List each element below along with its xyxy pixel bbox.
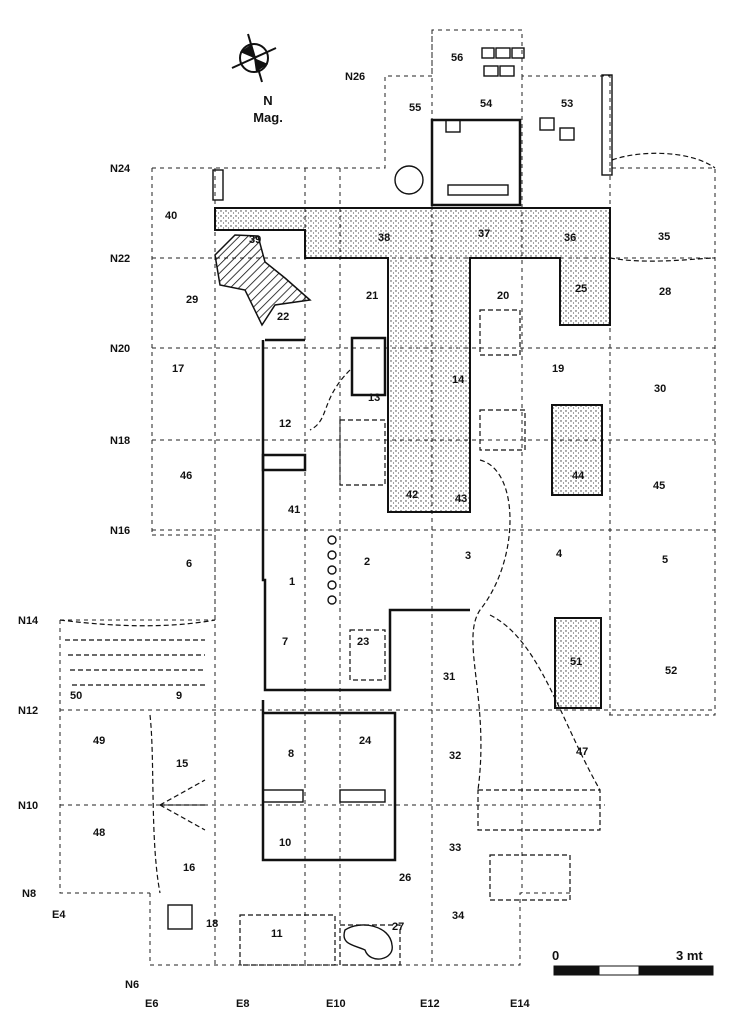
room-label: 38 <box>378 232 390 244</box>
stone-rubble <box>167 47 613 960</box>
grid-label-n20: N20 <box>110 343 130 355</box>
grid-label-n10: N10 <box>18 800 38 812</box>
room-label: 20 <box>497 290 509 302</box>
room-labels: 56 55 54 53 40 39 38 37 36 35 29 22 21 2… <box>70 52 677 940</box>
room-label: 26 <box>399 872 411 884</box>
room-label: 40 <box>165 210 177 222</box>
room-label: 18 <box>206 918 218 930</box>
room-label: 22 <box>277 311 289 323</box>
scale-bar: 0 3 mt <box>552 948 714 976</box>
room-label: 50 <box>70 690 82 702</box>
room-label: 10 <box>279 837 291 849</box>
room-label: 9 <box>176 690 182 702</box>
room-label: 43 <box>455 493 467 505</box>
room-label: 17 <box>172 363 184 375</box>
grid-label-e10: E10 <box>326 998 346 1010</box>
room-label: 1 <box>289 576 295 588</box>
room-label: 49 <box>93 735 105 747</box>
room-label: 5 <box>662 554 668 566</box>
room-label: 3 <box>465 550 471 562</box>
grid-label-e4: E4 <box>52 909 66 921</box>
room-label: 52 <box>665 665 677 677</box>
compass-icon <box>231 33 277 83</box>
grid-label-e8: E8 <box>236 998 249 1010</box>
room-label: 15 <box>176 758 188 770</box>
grid-label-n16: N16 <box>110 525 130 537</box>
room-label: 41 <box>288 504 300 516</box>
room-label: 56 <box>451 52 463 64</box>
room-label: 19 <box>552 363 564 375</box>
scale-start-label: 0 <box>552 948 559 963</box>
room-label: 7 <box>282 636 288 648</box>
room-label: 39 <box>249 234 261 246</box>
grid-label-n26: N26 <box>345 71 365 83</box>
room-label: 4 <box>556 548 563 560</box>
grid-label-n14: N14 <box>18 615 39 627</box>
grid-label-n18: N18 <box>110 435 130 447</box>
room-label: 55 <box>409 102 421 114</box>
room-label: 48 <box>93 827 105 839</box>
room-label: 32 <box>449 750 461 762</box>
room-label: 24 <box>359 735 372 747</box>
room-label: 34 <box>452 910 465 922</box>
room-label: 14 <box>452 374 465 386</box>
room-label: 27 <box>392 921 404 933</box>
room-label: 36 <box>564 232 576 244</box>
grid-label-n8: N8 <box>22 888 36 900</box>
room-label: 37 <box>478 228 490 240</box>
scale-end-label: 3 mt <box>676 948 703 963</box>
room-label: 29 <box>186 294 198 306</box>
room-label: 53 <box>561 98 573 110</box>
room-label: 11 <box>271 928 283 940</box>
grid-label-e6: E6 <box>145 998 158 1010</box>
room-label: 51 <box>570 656 582 668</box>
room-label: 31 <box>443 671 455 683</box>
room-label: 54 <box>480 98 493 110</box>
room-label: 2 <box>364 556 370 568</box>
room-label: 44 <box>572 470 585 482</box>
room-label: 28 <box>659 286 671 298</box>
room-label: 45 <box>653 480 665 492</box>
grid-labels-east: E4 E6 E8 E10 E12 E14 <box>52 909 530 1010</box>
room-label: 47 <box>576 746 588 758</box>
room-label: 12 <box>279 418 291 430</box>
grid-label-n24: N24 <box>110 163 131 175</box>
grid-label-e14: E14 <box>510 998 530 1010</box>
room-label: 35 <box>658 231 670 243</box>
wall-band <box>214 207 611 709</box>
hatched-feature <box>214 234 312 327</box>
room-label: 16 <box>183 862 195 874</box>
grid-labels-north: N26 N24 N22 N20 N18 N16 N14 N12 N10 N8 N… <box>18 71 365 991</box>
room-label: 8 <box>288 748 294 760</box>
compass-mag-label: Mag. <box>253 110 283 125</box>
walls <box>59 118 716 966</box>
compass-north-label: N <box>263 93 272 108</box>
grid-label-e12: E12 <box>420 998 440 1010</box>
room-label: 30 <box>654 383 666 395</box>
room-label: 25 <box>575 283 587 295</box>
grid-label-n6: N6 <box>125 979 139 991</box>
room-label: 6 <box>186 558 192 570</box>
room-label: 21 <box>366 290 378 302</box>
room-label: 33 <box>449 842 461 854</box>
grid-label-n12: N12 <box>18 705 38 717</box>
room-label: 13 <box>368 392 380 404</box>
room-label: 23 <box>357 636 369 648</box>
grid-label-n22: N22 <box>110 253 130 265</box>
room-label: 42 <box>406 489 418 501</box>
room-label: 46 <box>180 470 192 482</box>
